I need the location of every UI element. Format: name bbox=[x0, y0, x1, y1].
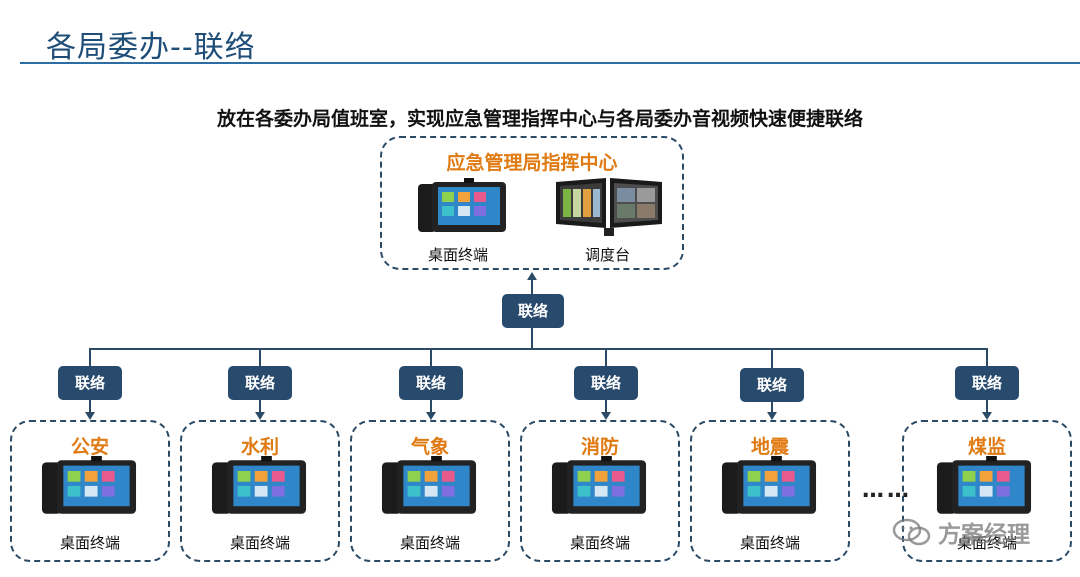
desk-terminal-label: 桌面终端 bbox=[399, 534, 460, 552]
arrow-down-icon bbox=[255, 412, 265, 420]
dispatch-console-icon bbox=[556, 178, 662, 236]
connector-line bbox=[531, 278, 533, 294]
link-tag: 联络 bbox=[399, 366, 463, 400]
desk-phone-icon bbox=[41, 456, 137, 514]
desk-terminal-label: 桌面终端 bbox=[229, 534, 290, 552]
arrow-down-icon bbox=[426, 412, 436, 420]
desk-terminal-label: 桌面终端 bbox=[739, 534, 800, 552]
desk-phone-icon bbox=[551, 456, 647, 514]
connector-line bbox=[771, 348, 773, 368]
dept-name: 公安 bbox=[70, 436, 109, 458]
desk-phone-icon bbox=[936, 456, 1032, 514]
desk-phone-icon bbox=[418, 178, 506, 232]
distribution-bus-line bbox=[89, 348, 988, 350]
dept-box-meteorology: 气象 桌面终端 bbox=[350, 420, 510, 562]
connector-line bbox=[605, 348, 607, 366]
dept-name: 消防 bbox=[580, 436, 619, 458]
connector-line bbox=[89, 348, 91, 366]
dept-box-coal-mine-safety: 煤监 桌面终端 bbox=[902, 420, 1072, 562]
connector-line bbox=[259, 400, 261, 414]
link-tag: 联络 bbox=[740, 368, 804, 402]
dept-name: 气象 bbox=[410, 436, 449, 458]
connector-line bbox=[605, 400, 607, 414]
dept-box-fire-rescue: 消防 桌面终端 bbox=[520, 420, 680, 562]
connector-line bbox=[89, 400, 91, 414]
dept-name: 地震 bbox=[750, 436, 789, 458]
dept-name: 水利 bbox=[240, 436, 279, 458]
desk-terminal-label: 桌面终端 bbox=[59, 534, 120, 552]
connector-line bbox=[430, 348, 432, 366]
command-center-box: 应急管理局指挥中心 桌面终端 调度台 bbox=[380, 136, 684, 270]
arrow-down-icon bbox=[982, 412, 992, 420]
main-link-tag: 联络 bbox=[502, 294, 564, 328]
dept-box-water-resources: 水利 桌面终端 bbox=[180, 420, 340, 562]
page-title: 各局委办--联络 bbox=[46, 30, 256, 65]
watermark-text: 方案经理 bbox=[938, 522, 1030, 548]
desk-terminal-label: 桌面终端 bbox=[569, 534, 630, 552]
connector-line bbox=[259, 348, 261, 366]
arrow-down-icon bbox=[767, 412, 777, 420]
command-center-title: 应急管理局指挥中心 bbox=[446, 152, 618, 174]
dispatch-console-label: 调度台 bbox=[585, 246, 631, 264]
desk-terminal-label: 桌面终端 bbox=[956, 534, 1017, 552]
desk-phone-icon bbox=[211, 456, 307, 514]
more-departments-ellipsis: …… bbox=[862, 478, 912, 503]
command-desk-terminal-label: 桌面终端 bbox=[428, 246, 489, 264]
dept-box-public-security: 公安 桌面终端 bbox=[10, 420, 170, 562]
desk-phone-icon bbox=[381, 456, 477, 514]
arrow-down-icon bbox=[85, 412, 95, 420]
desk-phone-icon bbox=[721, 456, 817, 514]
arrow-up-icon bbox=[527, 272, 537, 280]
link-tag: 联络 bbox=[228, 366, 292, 400]
connector-line bbox=[771, 402, 773, 414]
connector-line bbox=[986, 400, 988, 414]
connector-line bbox=[430, 400, 432, 414]
link-tag: 联络 bbox=[955, 366, 1019, 400]
arrow-down-icon bbox=[601, 412, 611, 420]
link-tag: 联络 bbox=[574, 366, 638, 400]
connector-line bbox=[531, 328, 533, 349]
watermark: 方案经理 bbox=[892, 515, 1030, 549]
title-divider bbox=[20, 62, 1080, 64]
connector-line bbox=[986, 348, 988, 366]
dept-box-earthquake: 地震 桌面终端 bbox=[690, 420, 850, 562]
link-tag: 联络 bbox=[58, 366, 122, 400]
dept-name: 煤监 bbox=[967, 436, 1006, 458]
diagram-subtitle: 放在各委办局值班室，实现应急管理指挥中心与各局委办音视频快速便捷联络 bbox=[216, 108, 863, 130]
wechat-icon bbox=[892, 518, 931, 546]
